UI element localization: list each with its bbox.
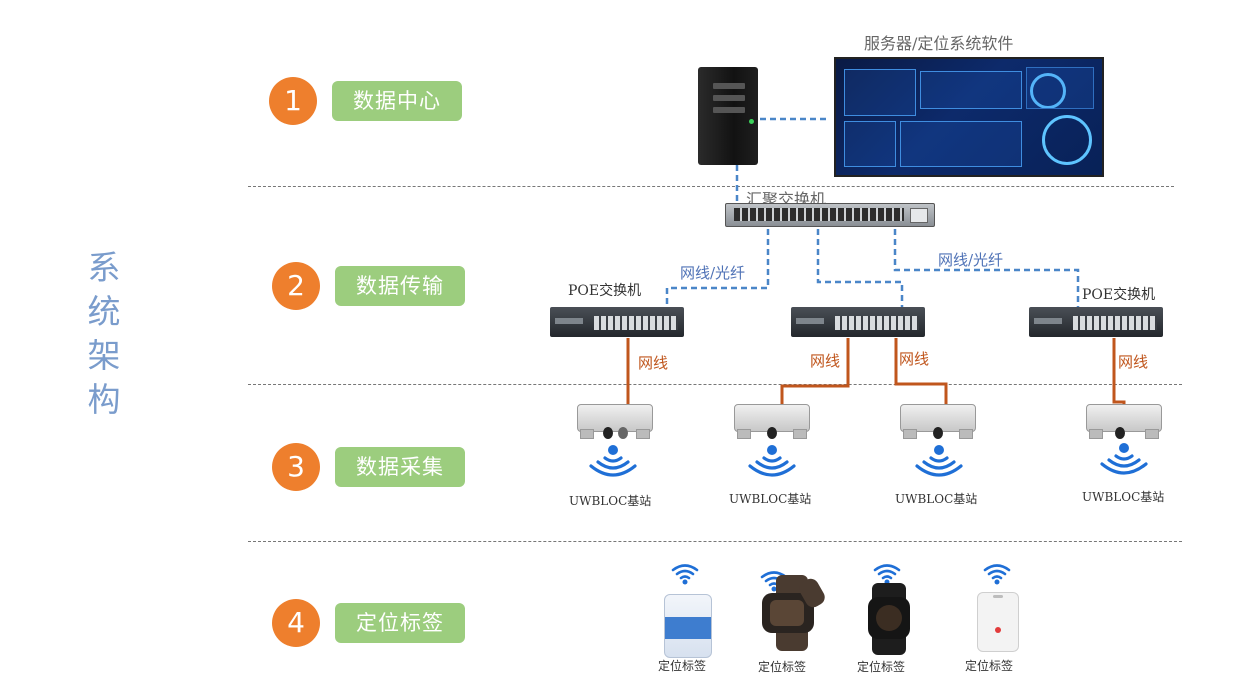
poe-switch-icon <box>1029 307 1163 337</box>
layer-number-4: 4 <box>272 599 320 647</box>
base-station-label-2: UWBLOC基站 <box>729 492 812 506</box>
layer-number-1: 1 <box>269 77 317 125</box>
tag-label-2: 定位标签 <box>758 660 807 674</box>
cable-label-4: 网线 <box>1118 353 1149 371</box>
cable-label-3: 网线 <box>899 350 930 368</box>
title-char: 架 <box>87 336 121 375</box>
wifi-icon <box>760 571 788 592</box>
base-station-icon <box>1086 404 1162 439</box>
layer-number-3: 3 <box>272 443 320 491</box>
wifi-icon <box>671 564 699 585</box>
wifi-icon <box>915 445 963 477</box>
base-station-label-1: UWBLOC基站 <box>569 494 652 508</box>
poe-switch-label-left: POE交换机 <box>568 283 642 299</box>
base-station-icon <box>900 404 976 439</box>
title-char: 统 <box>87 292 121 331</box>
switch-icon <box>725 203 935 227</box>
fiber-link-right <box>893 229 1080 318</box>
fiber-link-middle <box>816 229 904 318</box>
wristband-icon <box>866 583 912 655</box>
cable-label-2: 网线 <box>810 352 841 370</box>
wifi-icon <box>589 445 637 477</box>
fiber-label-right: 网线/光纤 <box>938 251 1004 269</box>
wifi-icon <box>1100 443 1148 475</box>
layer-label-data-collection: 数据采集 <box>335 447 465 487</box>
wifi-icon <box>873 564 901 585</box>
layer-label-locator-tag: 定位标签 <box>335 603 465 643</box>
tag-label-3: 定位标签 <box>857 660 906 674</box>
monitor-dashboard-icon <box>834 57 1104 177</box>
layer-divider <box>248 541 1182 542</box>
locator-tag-icon <box>977 592 1019 652</box>
server-software-label: 服务器/定位系统软件 <box>864 34 1014 53</box>
tag-label-4: 定位标签 <box>965 659 1014 673</box>
fiber-link-left <box>665 229 770 318</box>
base-station-icon <box>577 404 653 439</box>
base-station-label-4: UWBLOC基站 <box>1082 490 1165 504</box>
tag-label-1: 定位标签 <box>658 659 707 673</box>
title-char: 系 <box>87 248 121 287</box>
layer-divider <box>248 384 1182 385</box>
page-title: 系 统 架 构 <box>84 246 124 422</box>
layer-divider <box>248 186 1174 187</box>
layer-label-data-transfer: 数据传输 <box>335 266 465 306</box>
cable-label-1: 网线 <box>638 354 669 372</box>
locator-tag-icon <box>664 594 712 658</box>
poe-switch-label-right: POE交换机 <box>1082 287 1156 303</box>
base-station-label-3: UWBLOC基站 <box>895 492 978 506</box>
server-icon <box>698 67 758 165</box>
poe-switch-icon <box>791 307 925 337</box>
fiber-label-left: 网线/光纤 <box>680 264 746 282</box>
cable-link-3 <box>894 338 948 406</box>
base-station-icon <box>734 404 810 439</box>
title-char: 构 <box>87 380 121 419</box>
wifi-icon <box>748 445 796 477</box>
poe-switch-icon <box>550 307 684 337</box>
wristband-icon <box>758 575 828 651</box>
wifi-icon <box>983 564 1011 585</box>
cable-link-2 <box>780 338 850 406</box>
layer-label-data-center: 数据中心 <box>332 81 462 121</box>
layer-number-2: 2 <box>272 262 320 310</box>
